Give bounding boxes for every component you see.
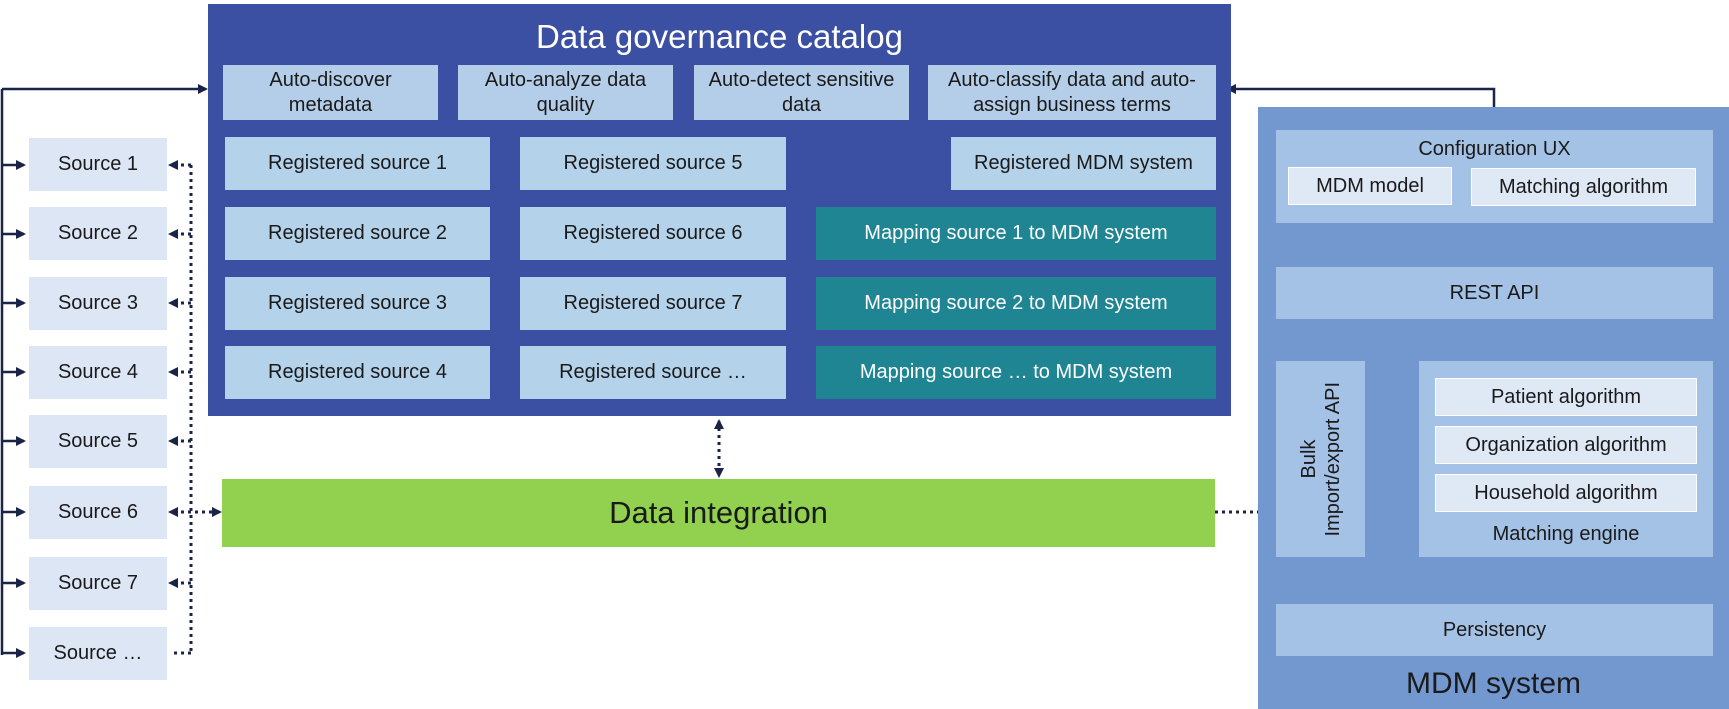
household-algorithm-box: Household algorithm	[1435, 474, 1697, 512]
registered-source: Registered source 6	[520, 207, 786, 260]
patient-algorithm-box: Patient algorithm	[1435, 378, 1697, 416]
registered-source: Registered source 2	[225, 207, 490, 260]
source-label: Source 5	[57, 430, 139, 452]
configuration-ux-panel: Configuration UX MDM model Matching algo…	[1276, 130, 1713, 223]
matching-engine-title: Matching engine	[1492, 522, 1640, 545]
data-integration-bar: Data integration	[222, 479, 1215, 547]
registered-source: Registered source 3	[225, 277, 490, 330]
rest-api-panel: REST API	[1276, 267, 1713, 319]
source-label: Source 1	[57, 153, 139, 175]
source-box: Source 1	[29, 138, 167, 191]
configuration-ux-title: Configuration UX	[1418, 137, 1571, 160]
bulk-api-panel: Bulk Import/export API	[1276, 361, 1365, 557]
source-box: Source 3	[29, 277, 167, 330]
catalog-to-sources-connector	[0, 84, 208, 658]
persistency-panel: Persistency	[1276, 604, 1713, 656]
source-box: Source 5	[29, 415, 167, 468]
source-box: Source 4	[29, 346, 167, 399]
source-label: Source 3	[57, 292, 139, 314]
mdm-system-title: MDM system	[1406, 667, 1581, 700]
mapping-box: Mapping source … to MDM system	[816, 346, 1216, 399]
bulk-api-label: Bulk Import/export API	[1297, 382, 1345, 537]
registered-source: Registered source …	[520, 346, 786, 399]
registered-source: Registered source 5	[520, 137, 786, 190]
source-box: Source 7	[29, 557, 167, 610]
source-label: Source 7	[57, 572, 139, 594]
registered-mdm-system: Registered MDM system	[951, 137, 1216, 190]
bulk-api-line1: Bulk	[1297, 439, 1320, 479]
registered-source: Registered source 1	[225, 137, 490, 190]
source-label: Source 6	[57, 501, 139, 523]
source-box: Source …	[29, 627, 167, 680]
mapping-box: Mapping source 2 to MDM system	[816, 277, 1216, 330]
mdm-model-box: MDM model	[1288, 167, 1452, 205]
matching-engine-panel: Patient algorithm Organization algorithm…	[1419, 361, 1713, 557]
registered-source: Registered source 4	[225, 346, 490, 399]
mapping-box: Mapping source 1 to MDM system	[816, 207, 1216, 260]
source-box: Source 2	[29, 207, 167, 260]
source-label: Source …	[53, 642, 143, 664]
catalog-title: Data governance catalog	[536, 18, 903, 55]
source-label: Source 4	[57, 361, 139, 383]
feature-auto-discover: Auto-discover metadata	[223, 65, 438, 120]
feature-auto-analyze: Auto-analyze data quality	[458, 65, 673, 120]
mdm-system: Configuration UX MDM model Matching algo…	[1258, 107, 1729, 709]
data-governance-catalog: Data governance catalog Auto-discover me…	[208, 4, 1231, 416]
organization-algorithm-box: Organization algorithm	[1435, 426, 1697, 464]
registered-source: Registered source 7	[520, 277, 786, 330]
bulk-api-line2: Import/export API	[1321, 381, 1344, 537]
source-label: Source 2	[57, 222, 139, 244]
feature-auto-classify: Auto-classify data and auto-assign busin…	[928, 65, 1216, 120]
source-box: Source 6	[29, 486, 167, 539]
feature-auto-detect: Auto-detect sensitive data	[694, 65, 909, 120]
matching-algorithm-box: Matching algorithm	[1471, 168, 1696, 206]
